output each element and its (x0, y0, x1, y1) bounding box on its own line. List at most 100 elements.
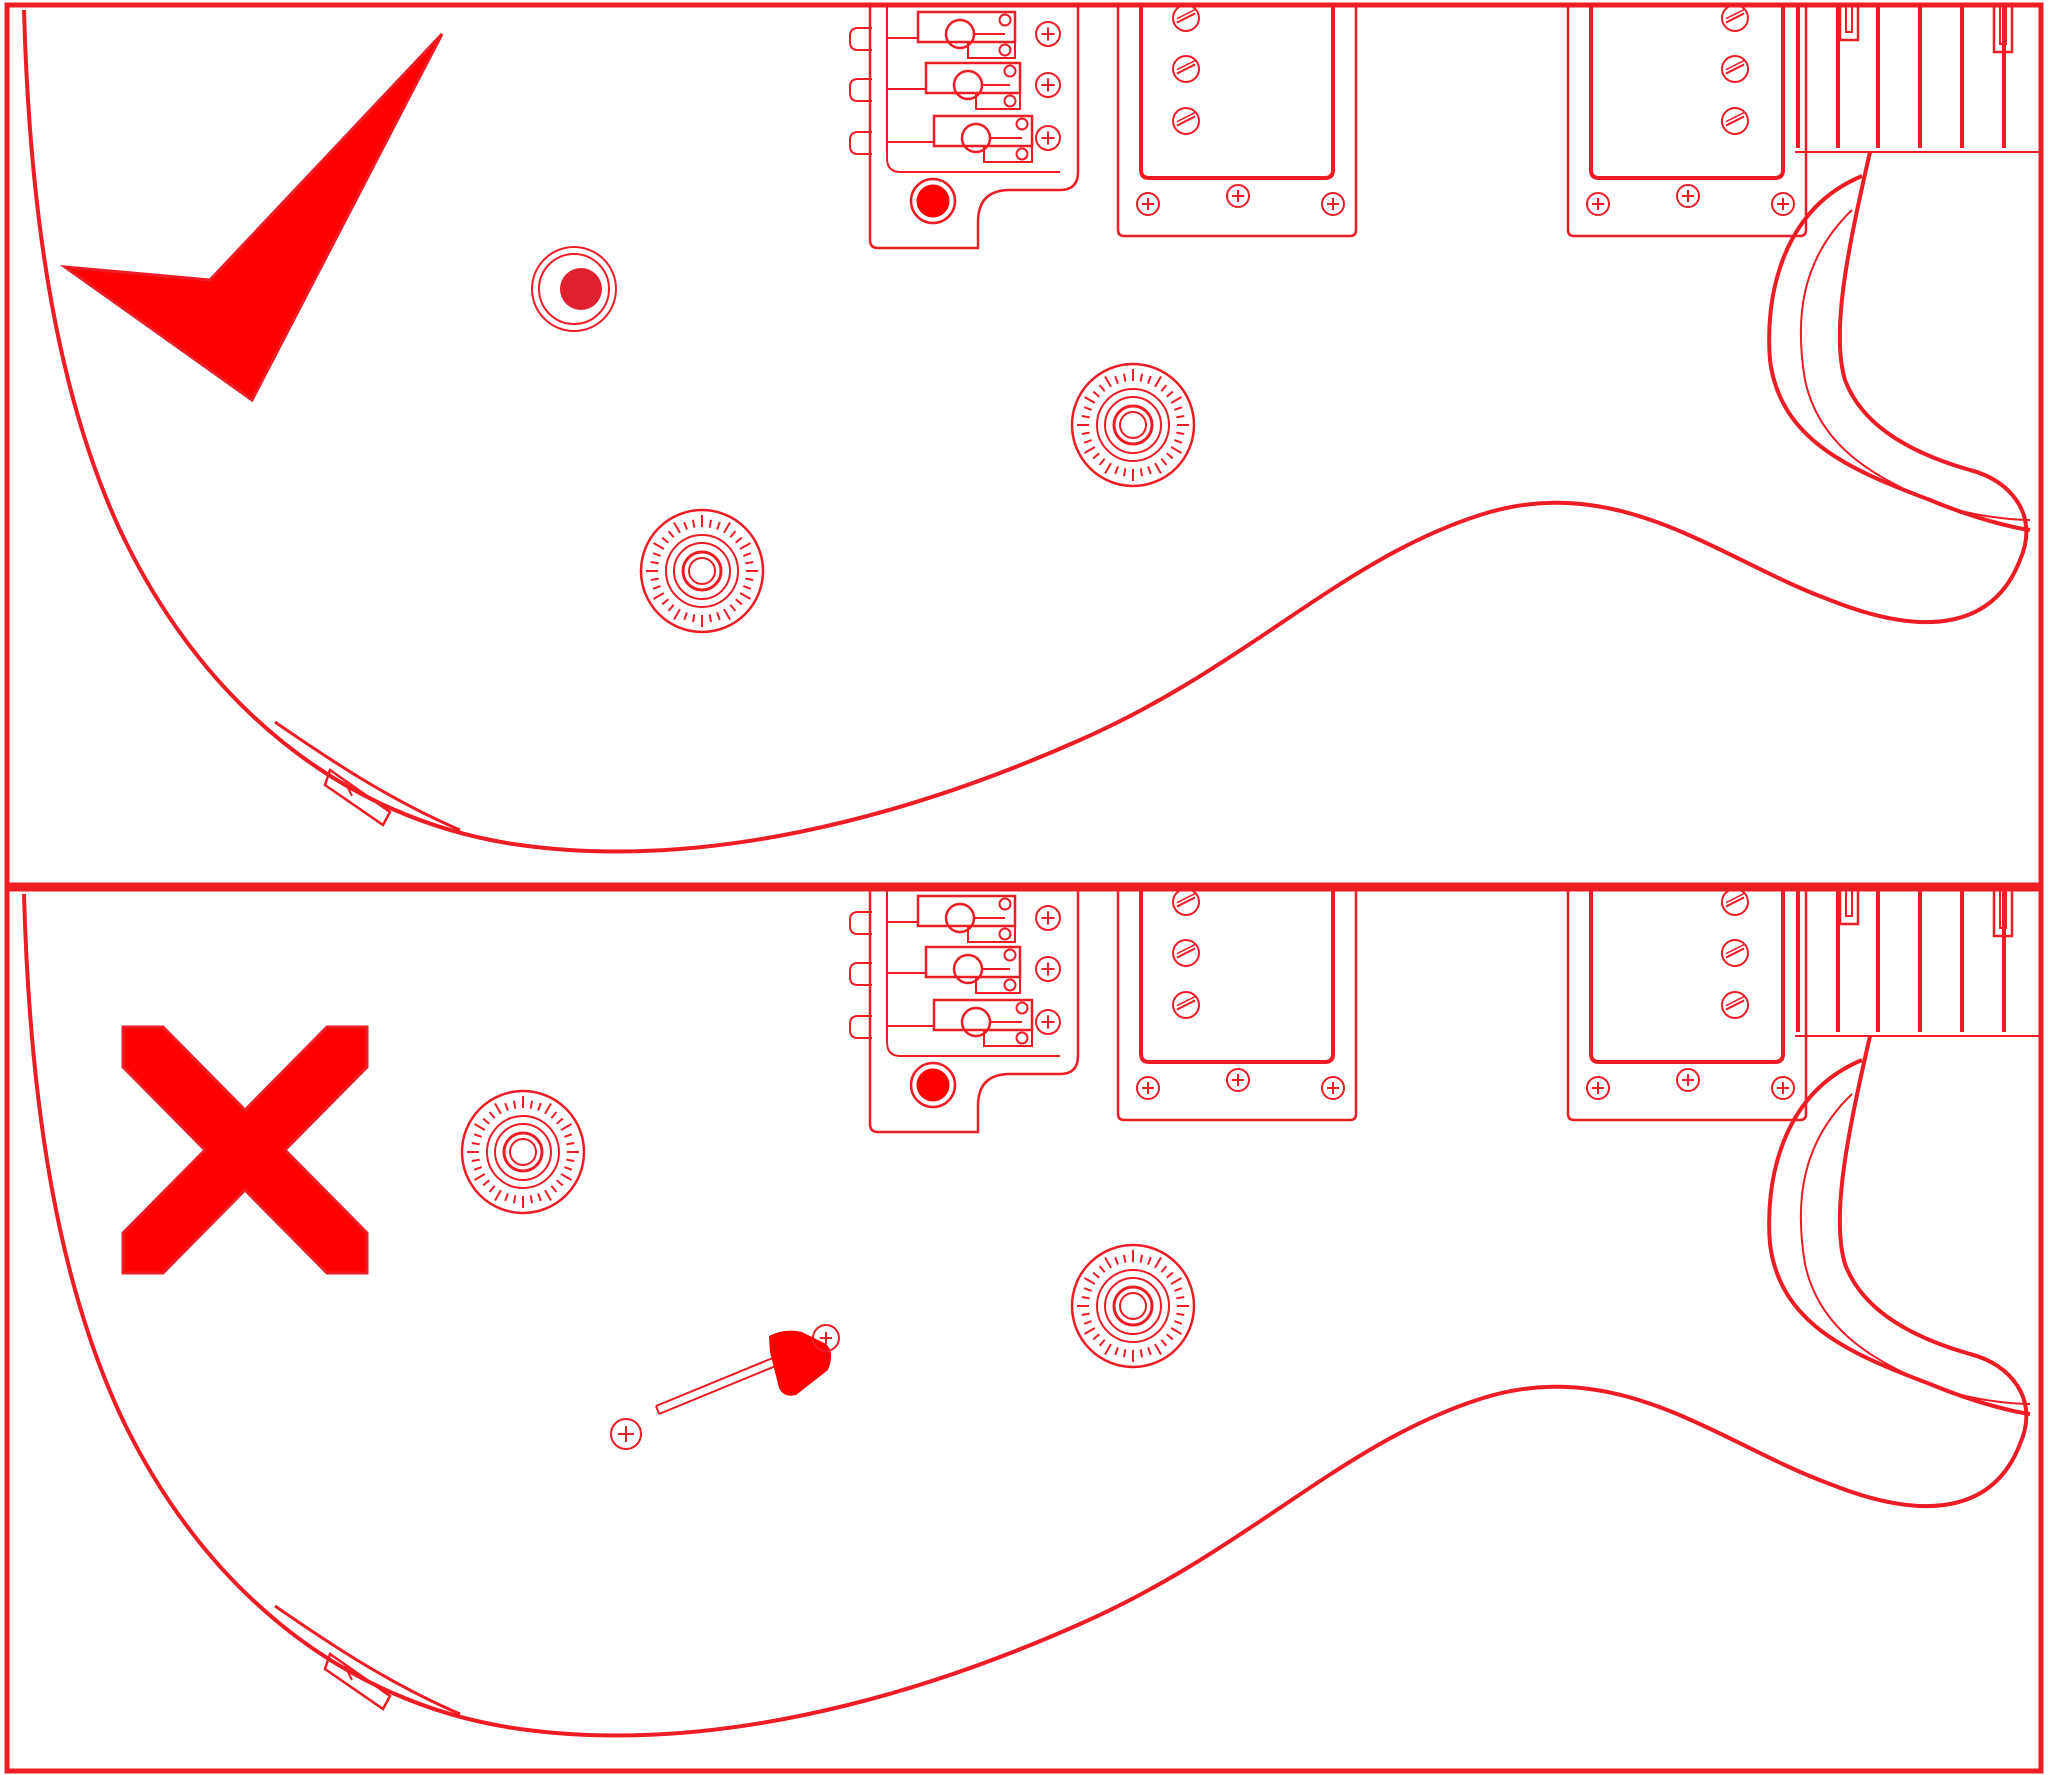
knob-tick (556, 1117, 564, 1125)
knob-tick (1139, 468, 1144, 477)
knob-tick (691, 614, 696, 623)
volume-knob (639, 508, 765, 634)
screw-icon (1676, 184, 1700, 208)
knob-tick (1154, 376, 1162, 388)
horn-binding-inner (1799, 209, 2031, 521)
saddle (924, 61, 1022, 95)
horn-binding (1767, 174, 2031, 532)
knob-tick (1174, 406, 1183, 411)
knob-tick (1084, 1327, 1096, 1335)
knob-tick (560, 1173, 572, 1181)
knob-tick (729, 530, 737, 538)
knob-tick (1174, 1287, 1183, 1292)
knob-tick (661, 598, 669, 606)
screw-icon (1035, 1009, 1061, 1035)
tone-knob (1070, 362, 1196, 488)
knob-tick (745, 560, 754, 565)
knob-tick (512, 1100, 517, 1109)
knob-tick (1174, 439, 1183, 444)
knob-tick (691, 519, 696, 528)
knob-tick (564, 1133, 573, 1138)
knob-tick (1170, 446, 1182, 454)
knob-tick (1092, 1271, 1100, 1279)
checkmark-icon (59, 32, 444, 403)
knob-tick (661, 536, 669, 544)
screw-icon (1771, 192, 1795, 216)
screw-icon (1035, 956, 1061, 982)
knob-tick (1098, 458, 1106, 466)
knob-tick (1166, 452, 1174, 460)
knob-tick (1081, 1295, 1090, 1300)
toggle-switch-lever (610, 1324, 840, 1450)
knob-tick (1084, 1277, 1096, 1285)
jack-plate (274, 1604, 461, 1716)
knob-tick (1104, 462, 1112, 474)
slotted-screw-icon (1172, 55, 1200, 83)
body-edge (22, 893, 2029, 1738)
knob-tick (556, 1179, 564, 1187)
saddle-post (944, 18, 976, 50)
slotted-screw-icon (1172, 991, 1200, 1019)
body-edge (22, 9, 2029, 854)
knob-tick (550, 1111, 558, 1119)
knob-tick (1122, 373, 1127, 382)
screw-icon (1321, 192, 1345, 216)
knob-tick (1170, 1327, 1182, 1335)
knob-tick (1083, 439, 1092, 444)
knob-tick (729, 604, 737, 612)
slotted-screw-icon (1721, 991, 1749, 1019)
jack-plate (274, 720, 461, 832)
knob-tick (1174, 1320, 1183, 1325)
knob-tick (1081, 431, 1090, 436)
knob-tick (544, 1189, 552, 1201)
knob-tick (1081, 1312, 1090, 1317)
knob-tick (1139, 373, 1144, 382)
fret-marker (1838, 888, 1860, 926)
knob-tick (560, 1123, 572, 1131)
knob-tick (1084, 446, 1096, 454)
knob-tick (1176, 1312, 1185, 1317)
knob-tick (1104, 1343, 1112, 1355)
knob-tick (708, 519, 713, 528)
knob-tick (673, 522, 681, 534)
switch-screw (610, 1418, 642, 1450)
cross-icon (121, 1025, 369, 1275)
knob-tick (1166, 390, 1174, 398)
slotted-screw-icon (1721, 939, 1749, 967)
saddle-post (960, 1006, 992, 1038)
knob-tick (1081, 414, 1090, 419)
saddle-post (952, 69, 984, 101)
knob-tick (723, 522, 731, 534)
panel-frame (4, 886, 2044, 1774)
knob-tick (504, 1193, 509, 1202)
knob-tick (1176, 1295, 1185, 1300)
knob-tick (739, 592, 751, 600)
knob-tick (1104, 1257, 1112, 1269)
knob-tick (652, 552, 661, 557)
slotted-screw-icon (1172, 939, 1200, 967)
screw-icon (1321, 1076, 1345, 1100)
knob-tick (512, 1195, 517, 1204)
knob-tick (1139, 1254, 1144, 1263)
horn-binding (1767, 1058, 2031, 1416)
knob-tick (488, 1111, 496, 1119)
knob-tick (473, 1133, 482, 1138)
knob-tick (1104, 376, 1112, 388)
slotted-screw-icon (1172, 888, 1200, 916)
knob-tick (650, 577, 659, 582)
knob-tick (474, 1123, 486, 1131)
knob-tick (1122, 468, 1127, 477)
knob-tick (1176, 431, 1185, 436)
knob-tick (1114, 1256, 1119, 1265)
knob-tick (1176, 414, 1185, 419)
knob-tick (1122, 1254, 1127, 1263)
knob-tick (1098, 1339, 1106, 1347)
knob-tick (683, 521, 688, 530)
fret-marker (1838, 4, 1860, 42)
slotted-screw-icon (1172, 4, 1200, 32)
knob-tick (1147, 1347, 1152, 1356)
knob-tick (739, 542, 751, 550)
knob-tick (504, 1102, 509, 1111)
panel-frame (4, 2, 2044, 888)
